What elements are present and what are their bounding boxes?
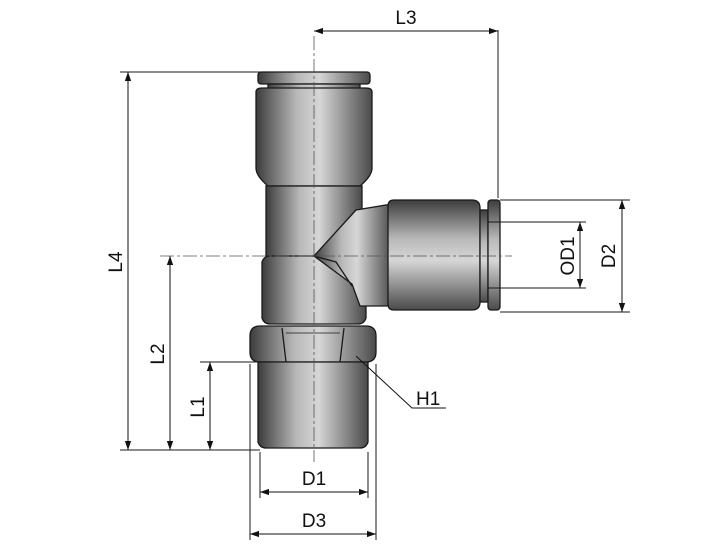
label-od1: OD1 — [558, 236, 579, 275]
leader-h1 — [355, 355, 446, 409]
hex-nut — [249, 325, 377, 363]
side-cap — [387, 199, 481, 311]
label-l2: L2 — [148, 343, 169, 364]
label-h1: H1 — [416, 389, 440, 410]
label-d3: D3 — [302, 511, 326, 532]
label-l3: L3 — [395, 8, 416, 29]
label-l1: L1 — [188, 396, 209, 417]
label-d2: D2 — [599, 244, 620, 268]
dimension-lines — [124, 27, 626, 538]
fitting-body — [249, 71, 501, 449]
label-d1: D1 — [302, 469, 326, 490]
centerlines — [160, 36, 512, 462]
extension-lines — [120, 30, 630, 540]
label-l4: L4 — [106, 251, 127, 273]
threaded-end — [257, 361, 369, 449]
